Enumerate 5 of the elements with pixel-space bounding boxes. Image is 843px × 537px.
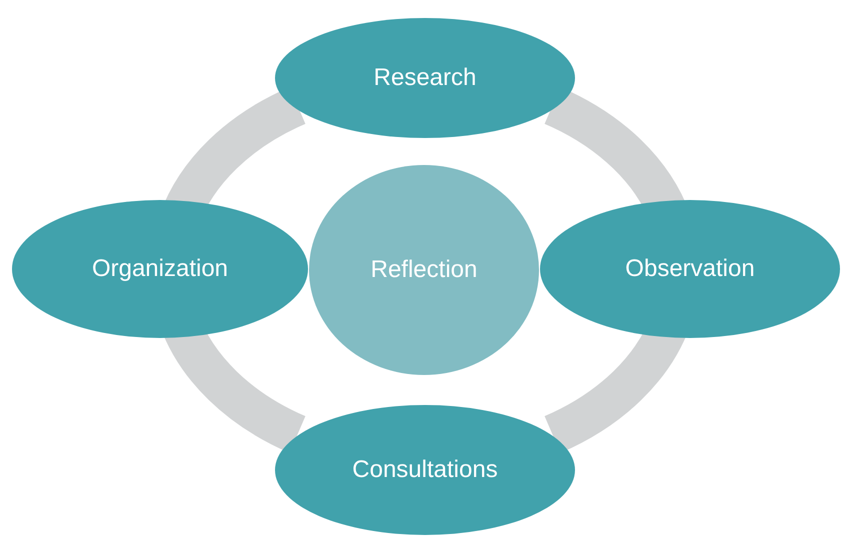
node-label: Organization [92, 254, 228, 284]
node-label: Research [374, 63, 476, 93]
node-label: Observation [625, 254, 755, 284]
node-label: Consultations [352, 455, 498, 485]
node-label: Reflection [370, 255, 478, 285]
